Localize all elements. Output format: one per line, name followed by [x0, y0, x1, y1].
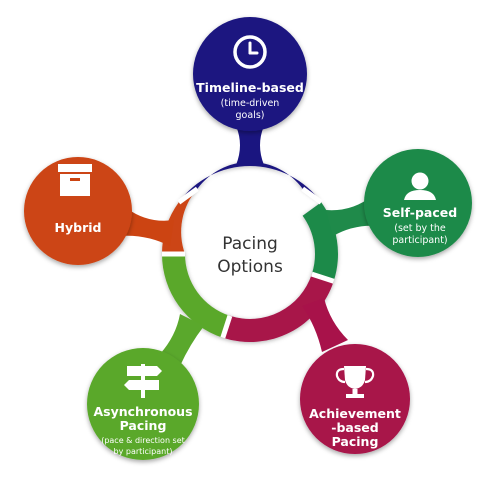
node-sub1-asynchronous: (pace & direction set [101, 436, 185, 445]
node-circle-timeline [193, 17, 307, 131]
node-circle-selfpaced [364, 149, 472, 257]
node-asynchronous-pacing: Asynchronous Pacing (pace & direction se… [87, 314, 204, 460]
node-circle-achievement [300, 344, 410, 454]
node-title-achievement-line2: -based [331, 420, 378, 435]
center-title-line2: Options [217, 257, 283, 277]
person-icon [404, 172, 436, 200]
node-title-asynchronous-line2: Pacing [120, 418, 167, 433]
node-title-achievement-line3: Pacing [332, 434, 379, 449]
node-circle-asynchronous [87, 348, 199, 460]
ring-dividers [162, 186, 335, 339]
node-title-hybrid: Hybrid [55, 220, 102, 235]
node-sub2-timeline: goals) [236, 110, 265, 121]
connector-asynchronous [160, 314, 204, 366]
center-ring [162, 161, 339, 343]
node-sub2-asynchronous: by participant) [114, 447, 173, 456]
node-circle-hybrid [24, 157, 132, 265]
ring-segment-achievement [222, 274, 334, 343]
node-hybrid: Hybrid [24, 157, 174, 265]
node-timeline-based: Timeline-based (time-driven goals) [193, 17, 307, 165]
clock-icon [233, 35, 267, 69]
node-title-asynchronous-line1: Asynchronous [93, 404, 192, 419]
node-title-selfpaced: Self-paced [383, 205, 457, 220]
node-achievement-based: Achievement -based Pacing [300, 298, 410, 454]
connector-hybrid [120, 206, 174, 246]
trophy-icon [335, 366, 375, 398]
ring-segment-asynchronous [162, 254, 230, 338]
connector-achievement [302, 298, 348, 352]
node-self-paced: Self-paced (set by the participant) [326, 149, 472, 257]
connector-timeline [236, 126, 264, 165]
ring-segment-selfpaced [302, 202, 339, 282]
node-sub1-timeline: (time-driven [221, 98, 280, 109]
node-sub2-selfpaced: participant) [392, 235, 447, 246]
signpost-icon [124, 364, 162, 398]
box-icon [58, 164, 92, 196]
ring-segment-timeline [178, 161, 322, 203]
node-title-achievement-line1: Achievement [309, 406, 401, 421]
node-title-timeline: Timeline-based [196, 80, 304, 95]
center-title-line1: Pacing [222, 234, 278, 254]
node-sub1-selfpaced: (set by the [394, 223, 446, 234]
